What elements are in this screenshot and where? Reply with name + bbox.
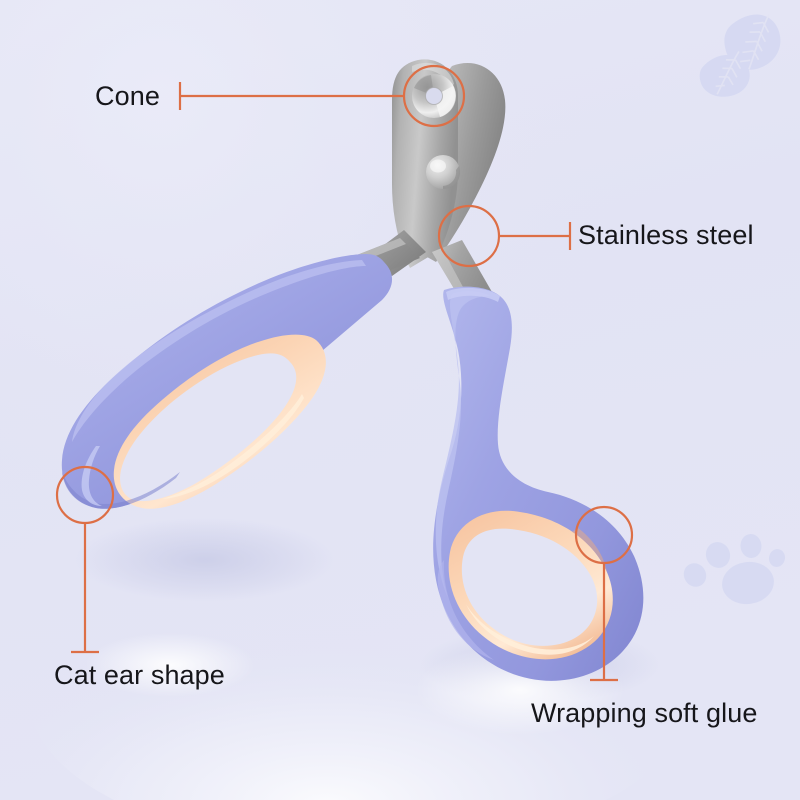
callout-cat-ear-shape[interactable] bbox=[55, 465, 115, 654]
callout-cone[interactable] bbox=[178, 64, 466, 128]
leaf-watermark bbox=[699, 13, 781, 97]
right-handle bbox=[433, 286, 644, 681]
right-handle-socket bbox=[446, 287, 500, 302]
shadow-left-handle bbox=[75, 518, 335, 602]
left-handle-ear-tip bbox=[81, 446, 102, 506]
callout-label-cat-ear-shape: Cat ear shape bbox=[54, 660, 225, 690]
left-handle bbox=[61, 254, 393, 509]
reflection-left-handle bbox=[85, 633, 255, 697]
cone-callout-circle bbox=[402, 64, 466, 128]
cone-hole bbox=[412, 74, 456, 118]
wrapping-soft-glue-callout-circle bbox=[574, 505, 634, 565]
callout-label-wrapping-soft-glue: Wrapping soft glue bbox=[531, 698, 758, 728]
callout-stainless-steel[interactable] bbox=[437, 204, 572, 268]
right-handle-lower-highlight bbox=[437, 560, 494, 660]
pivot-rivet bbox=[426, 155, 461, 190]
right-handle-hole bbox=[461, 528, 598, 646]
callout-wrapping-soft-glue[interactable] bbox=[574, 505, 634, 682]
cat-ear-shape-callout-circle bbox=[55, 465, 115, 525]
callout-label-cone: Cone bbox=[95, 81, 160, 111]
left-handle-hole bbox=[120, 353, 297, 502]
left-handle-rim-shadow bbox=[62, 472, 180, 509]
callout-label-stainless-steel: Stainless steel bbox=[578, 220, 754, 250]
stainless-steel-callout-circle bbox=[437, 204, 501, 268]
paw-print-watermark bbox=[683, 534, 786, 605]
